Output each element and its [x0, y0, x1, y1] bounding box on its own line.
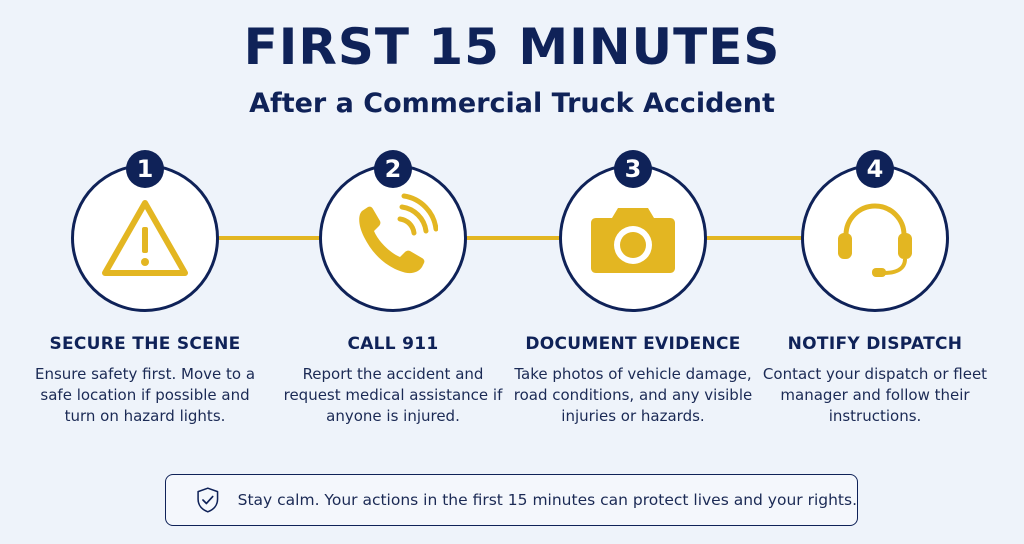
step-title: NOTIFY DISPATCH: [787, 334, 963, 354]
step-number-badge: 1: [126, 150, 164, 188]
phone-icon: [359, 193, 438, 274]
steps-connector-line: [160, 236, 880, 240]
step-number-badge: 4: [856, 150, 894, 188]
step-title: CALL 911: [347, 334, 439, 354]
shield-check-icon: [197, 487, 219, 513]
step-number-badge: 3: [614, 150, 652, 188]
step-title: SECURE THE SCENE: [49, 334, 241, 354]
step-icon-circle: [559, 164, 707, 312]
step-description: Contact your dispatch or fleet manager a…: [762, 365, 988, 425]
safety-note: Stay calm. Your actions in the first 15 …: [165, 474, 858, 526]
step-icon-circle: [319, 164, 467, 312]
step-title: DOCUMENT EVIDENCE: [525, 334, 741, 354]
page-subtitle: After a Commercial Truck Accident: [249, 88, 775, 119]
step-description: Take photos of vehicle damage, road cond…: [513, 365, 753, 425]
step-description: Ensure safety first. Move to a safe loca…: [34, 365, 256, 425]
headset-icon: [838, 203, 912, 277]
page-title: FIRST 15 MINUTES: [243, 18, 781, 76]
step-description: Report the accident and request medical …: [283, 365, 503, 425]
step-icon-circle: [801, 164, 949, 312]
warning-triangle-icon: [102, 200, 188, 276]
camera-icon: [591, 208, 675, 273]
step-icon-circle: [71, 164, 219, 312]
step-number-badge: 2: [374, 150, 412, 188]
safety-note-text: Stay calm. Your actions in the first 15 …: [237, 491, 857, 509]
